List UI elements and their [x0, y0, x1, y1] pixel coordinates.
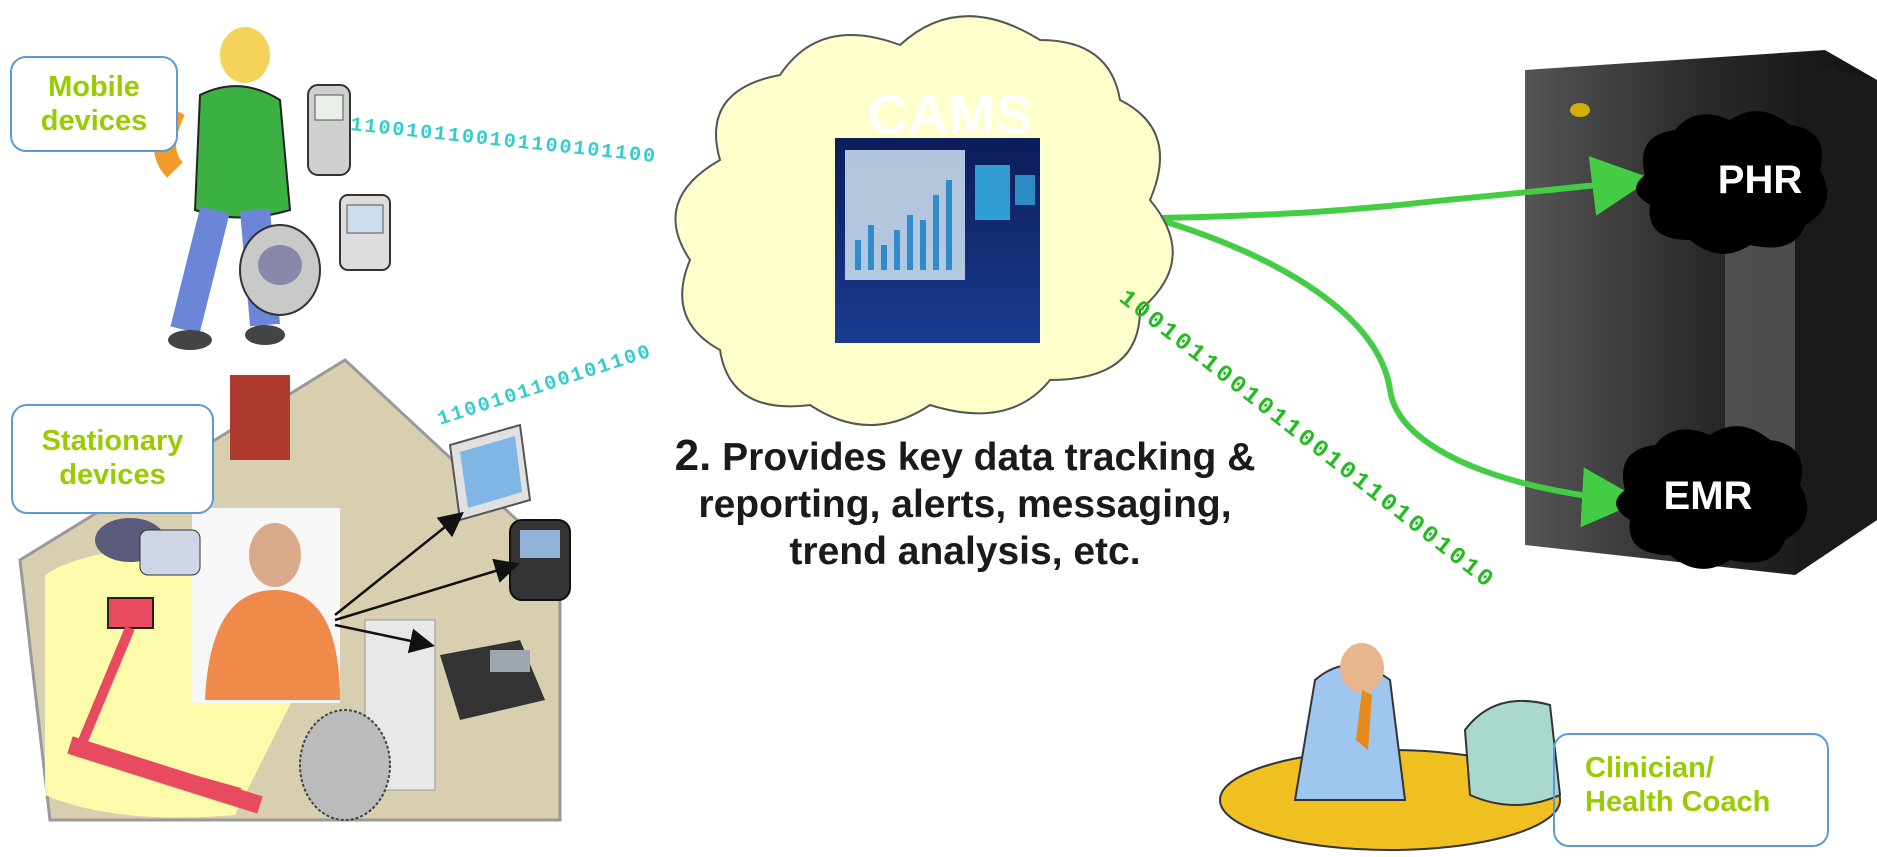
arrow-to-emr	[1159, 217, 1642, 528]
caption-line2: reporting, alerts, messaging,	[698, 483, 1232, 526]
treadmill-icon	[67, 597, 263, 814]
phr-label: PHR	[1717, 158, 1803, 202]
emr-cloud	[1616, 426, 1808, 569]
stationary-devices-callout: Stationary devices	[11, 404, 214, 514]
person-portrait-photo	[192, 508, 340, 703]
home-data-stream: 1100101100101100	[435, 341, 655, 432]
mobile-data-stream: 1100101100101100101100	[349, 114, 658, 169]
stationary-devices-label-line1: Stationary	[41, 425, 184, 457]
bp-cuff-icon	[95, 518, 201, 576]
cams-caption: 2. Provides key data tracking & reportin…	[600, 432, 1330, 575]
link-to-smartphone	[334, 558, 520, 622]
link-to-desk-phone	[334, 623, 435, 654]
cams-title: CAMS	[867, 83, 1033, 146]
desktop-monitor-icon	[448, 423, 532, 522]
caption-line3: trend analysis, etc.	[789, 530, 1141, 573]
scale-icon	[299, 709, 391, 821]
caption-line1: 2. Provides key data tracking &	[600, 432, 1330, 481]
clinician-callout: Clinician/ Health Coach	[1553, 733, 1829, 847]
clinician-computer-icon	[1463, 699, 1562, 806]
mobile-devices-callout: Mobile devices	[10, 56, 178, 152]
cell-phone-icon	[307, 84, 351, 176]
desk-phone-icon	[440, 640, 545, 720]
caption-line1-text: Provides key data tracking &	[722, 436, 1256, 479]
cams-monitor-image	[835, 138, 1040, 343]
emr-label: EMR	[1663, 474, 1753, 518]
blood-pressure-monitor-icon	[239, 224, 321, 316]
glucose-meter-icon	[339, 194, 391, 271]
clinician-label-line2: Health Coach	[1585, 786, 1771, 818]
mobile-devices-label-line2: devices	[40, 105, 148, 137]
mobile-devices-label-line1: Mobile	[48, 71, 140, 103]
arrow-to-phr	[1159, 156, 1652, 221]
stationary-devices-label-line2: devices	[59, 459, 166, 491]
phr-cloud	[1636, 111, 1828, 254]
caption-step-number: 2.	[674, 431, 712, 480]
smartphone-icon	[509, 519, 571, 601]
link-to-monitor	[334, 511, 464, 616]
clinician-label-line1: Clinician/	[1585, 752, 1714, 784]
